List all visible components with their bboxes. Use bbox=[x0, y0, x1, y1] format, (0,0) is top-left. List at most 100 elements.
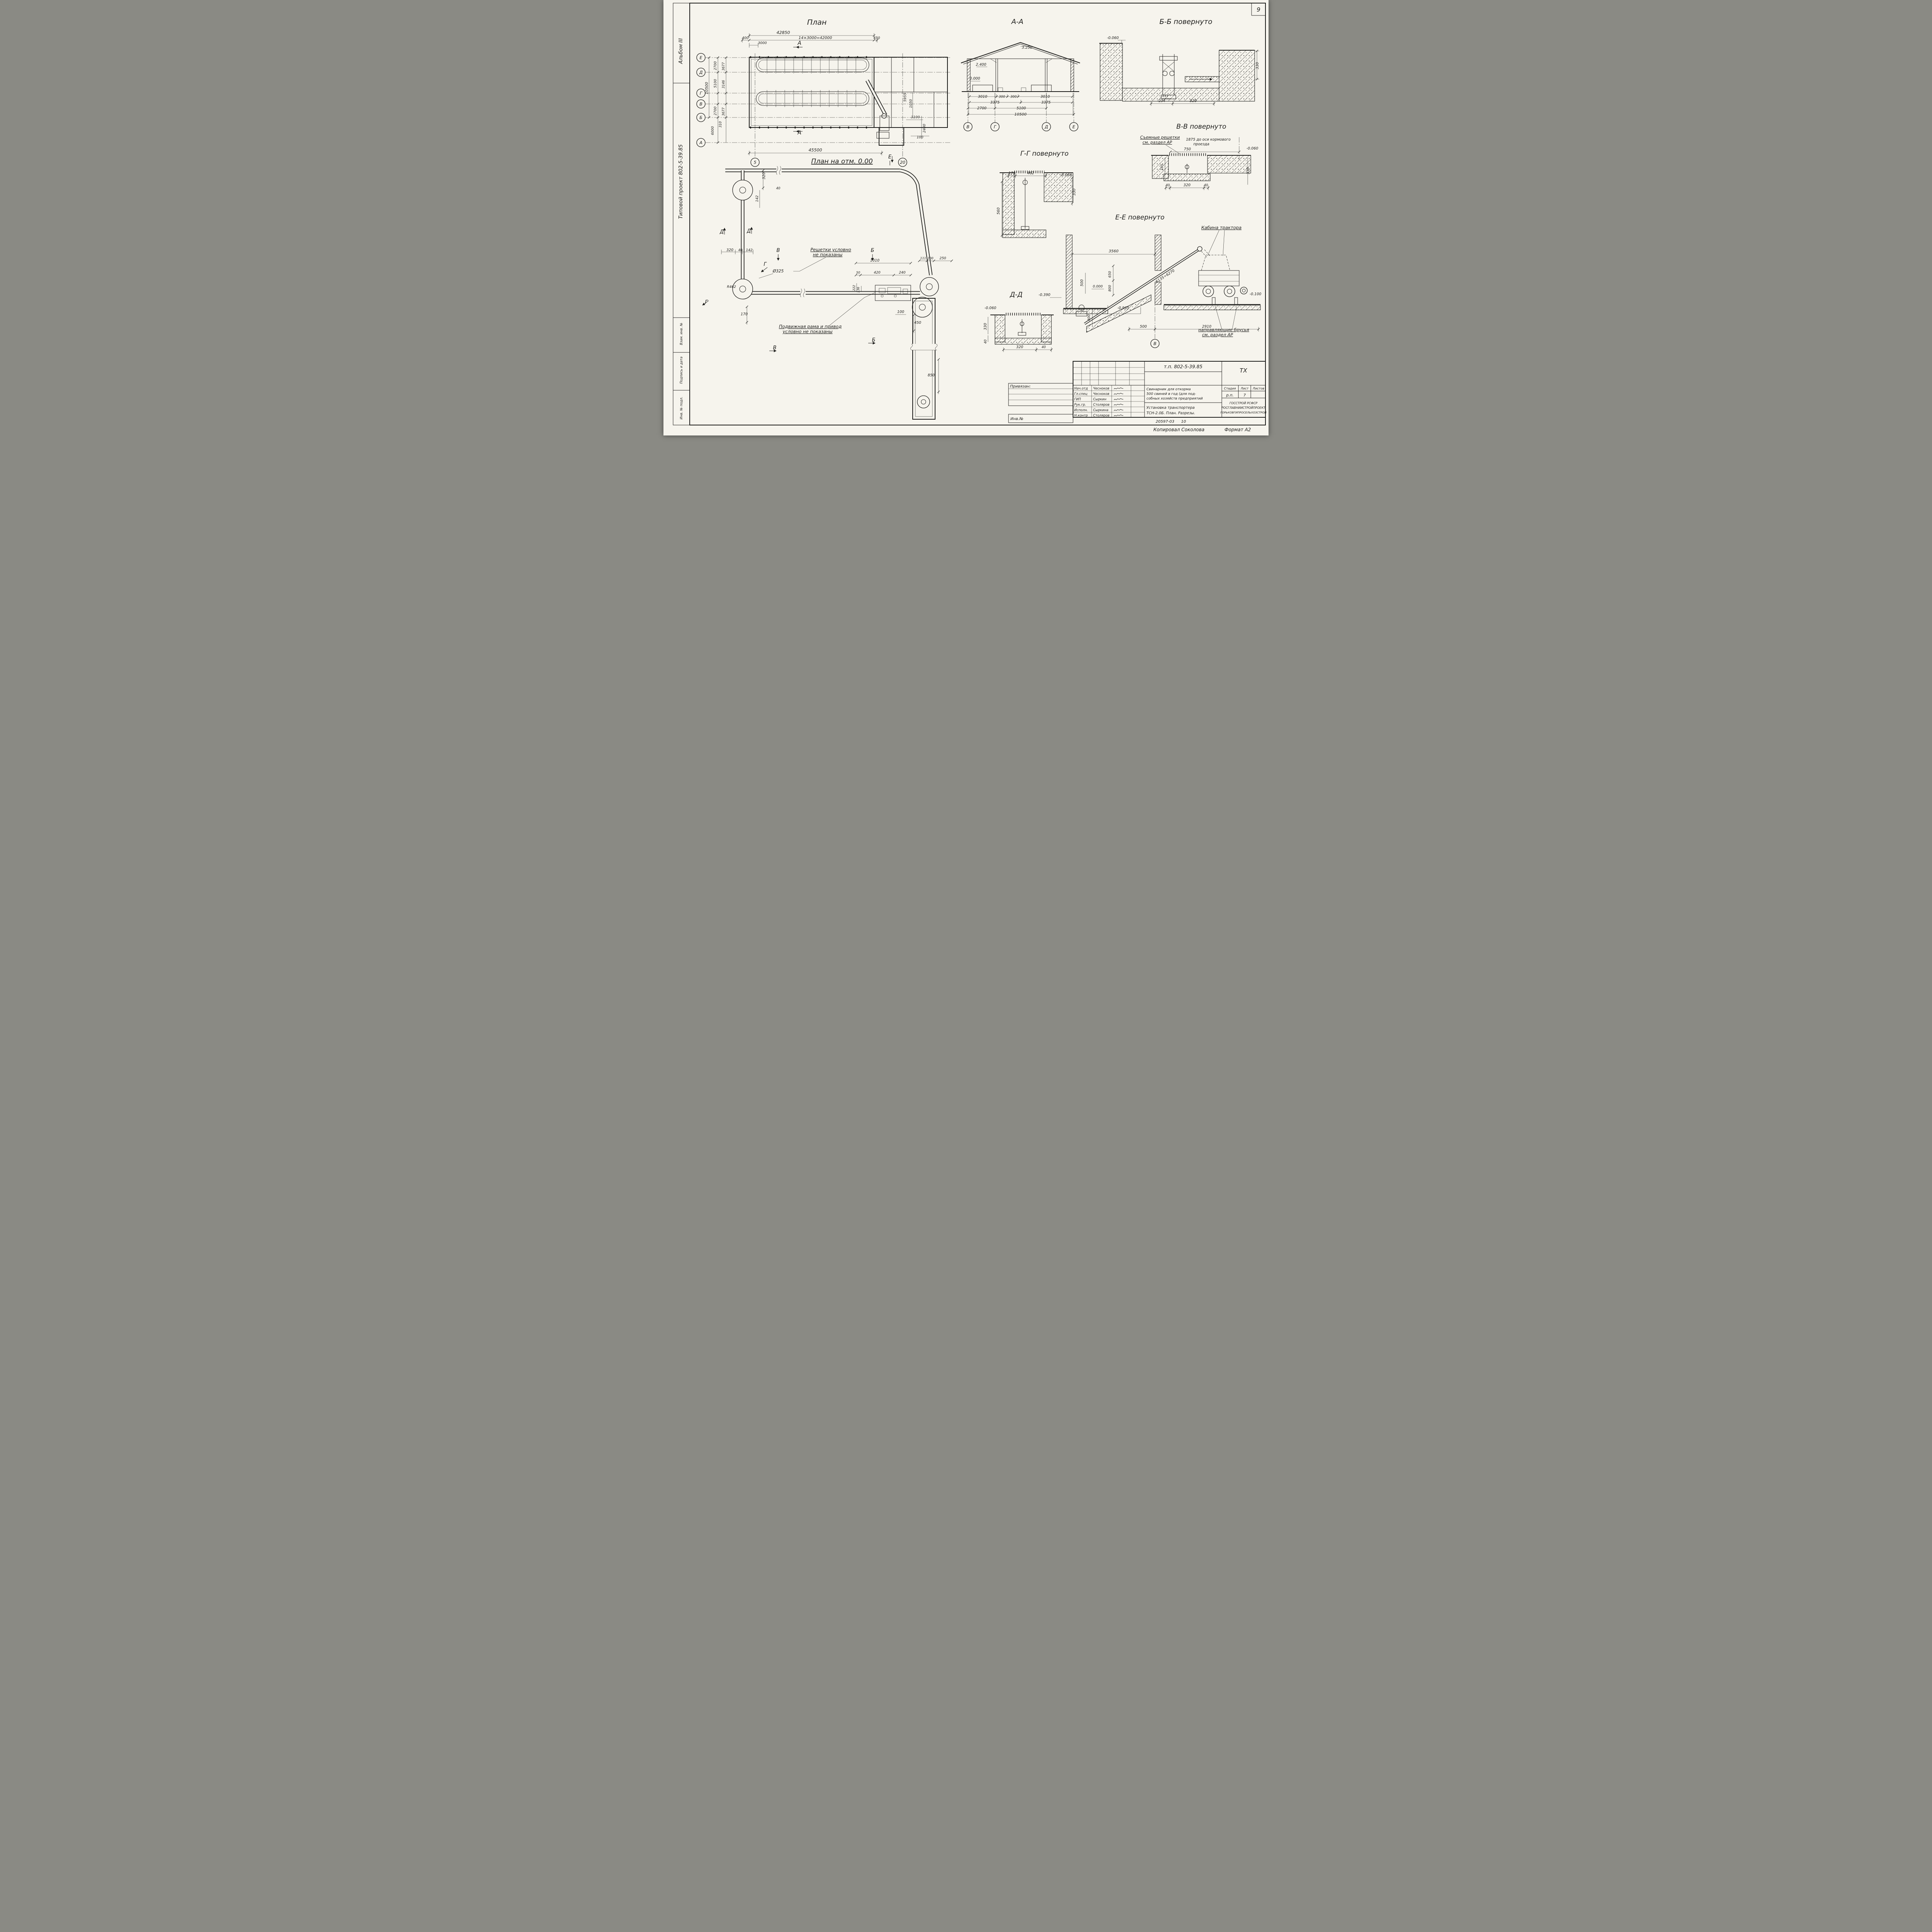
dimension-label: 3.250 bbox=[1022, 46, 1032, 50]
dimension-label: 40 bbox=[1204, 184, 1208, 187]
project-name-line2: 500 свиней в год (для под- bbox=[1146, 392, 1196, 396]
view-plan-zero-title: План на отм. 0.00 bbox=[811, 158, 872, 165]
grid-axis-bubble: Г bbox=[696, 88, 706, 98]
view-g-g-title: Г-Г повернуто bbox=[1020, 150, 1069, 158]
dimension-label: 750 bbox=[1184, 147, 1191, 151]
note-removable-grates-leader bbox=[1165, 145, 1180, 154]
dimension-label: 40 bbox=[738, 248, 743, 252]
grid-axis-bubble: В bbox=[696, 99, 706, 109]
note-removable-grates-line2: см. раздел АР bbox=[1143, 140, 1172, 145]
note-tractor-cab: Кабина трактора bbox=[1201, 225, 1242, 230]
svg-text:Е: Е bbox=[700, 55, 702, 60]
dimension-label: 0.000 bbox=[969, 77, 980, 81]
base-scraper-unit bbox=[1076, 304, 1087, 316]
dimension-label: 3000 bbox=[758, 41, 767, 45]
dimension-label: -0.060 bbox=[1107, 36, 1119, 40]
section-mark-letter: В bbox=[777, 248, 780, 253]
trench-device bbox=[1185, 164, 1189, 173]
dimension-label: 300 bbox=[1010, 95, 1017, 99]
drawing-sheet: 9 Альбом III Типовой проект 802-5-39.85 … bbox=[663, 0, 1269, 435]
left-wall bbox=[1066, 235, 1073, 309]
diameter-callout: Ø325 bbox=[772, 269, 784, 274]
name-2: Чесноков bbox=[1093, 392, 1109, 396]
dimension-label: -0.060 bbox=[1060, 173, 1072, 177]
dimension-label: 40 bbox=[1042, 345, 1046, 349]
dimension-label: 222 bbox=[852, 285, 856, 291]
scraper-device bbox=[1021, 178, 1029, 230]
plan-dim-lines bbox=[707, 33, 929, 165]
dimension-label: 330 bbox=[1246, 167, 1250, 174]
dimension-label: 2400 bbox=[923, 124, 927, 133]
blueprint-canvas: 9 Альбом III Типовой проект 802-5-39.85 … bbox=[663, 0, 1269, 435]
svg-text:5: 5 bbox=[754, 160, 757, 165]
dimension-label: 2700 bbox=[714, 61, 718, 70]
view-plan-zero: План на отм. 0.00 bbox=[702, 158, 953, 420]
dimension-label: 142 bbox=[755, 195, 759, 202]
dimension-label: 5955 bbox=[903, 93, 907, 102]
org-line1: ГОССТРОЙ РСФСР bbox=[1230, 401, 1258, 405]
drive-unit bbox=[875, 285, 911, 301]
dimension-label: 3375 bbox=[1041, 100, 1051, 105]
dimension-label: -0.100 bbox=[1250, 292, 1262, 296]
signature-table: Нач.отд Чесноков Гл.спец Чесноков ГИП Сы… bbox=[1074, 387, 1124, 418]
section-mark-letter: Д bbox=[719, 229, 724, 235]
view-section-d-d: Д-Д bbox=[988, 291, 1054, 352]
dimension-label: 300 bbox=[999, 95, 1005, 99]
dimension-label: 10500 bbox=[1014, 112, 1027, 117]
dimension-label: 310 bbox=[719, 121, 723, 128]
note-frame-line1: Подвижная рама и привод bbox=[779, 324, 842, 329]
d-d-dim-lines bbox=[988, 317, 1053, 352]
grid-axis-bubble: 5 bbox=[750, 158, 760, 167]
dimension-label: 3010 bbox=[1041, 95, 1050, 99]
dimension-label: 170 bbox=[1009, 171, 1015, 175]
conveyor-loop-row-2 bbox=[756, 91, 869, 106]
dimension-label: 650 bbox=[1108, 271, 1112, 277]
section-mark-letter: Е bbox=[888, 154, 892, 160]
dimension-label: 5100 bbox=[714, 79, 718, 88]
dimension-label: 400 bbox=[742, 36, 748, 40]
footer-copied-by: Копировал Соколова bbox=[1153, 427, 1204, 432]
dimension-label: 2.400 bbox=[976, 63, 986, 67]
role-1: Нач.отд bbox=[1074, 387, 1088, 391]
pen-dividers bbox=[767, 56, 856, 107]
dimension-label: 450 bbox=[914, 321, 921, 325]
dimension-label: 462 bbox=[1027, 171, 1034, 175]
section-code: ТХ bbox=[1240, 367, 1247, 374]
margin-box-mid-label: Подпись и дата bbox=[680, 357, 684, 384]
dimension-label: 320 bbox=[1190, 99, 1197, 103]
grid-axis-bubble: В bbox=[1150, 339, 1160, 348]
view-b-b-title: Б-Б повернуто bbox=[1160, 18, 1213, 26]
dimension-label: 40 bbox=[984, 340, 988, 344]
section-mark-letter: Д bbox=[747, 228, 751, 234]
sheet-value: 7 bbox=[1243, 393, 1246, 398]
svg-text:Д: Д bbox=[699, 70, 703, 75]
section-mark-letter: Г bbox=[705, 299, 708, 305]
dimension-label: 111 bbox=[920, 257, 926, 260]
dimension-label: -0.060 bbox=[985, 306, 997, 310]
dimension-label: -0.060 bbox=[1247, 146, 1259, 151]
dimension-label: 142 bbox=[746, 248, 752, 252]
view-d-d-title: Д-Д bbox=[1010, 291, 1023, 299]
grid-axis-bubble: Б bbox=[696, 113, 706, 122]
dimension-label: 320 bbox=[1016, 345, 1023, 349]
dimension-label: 40 bbox=[1166, 184, 1170, 187]
dimension-label: 6000 bbox=[711, 126, 715, 135]
title-block: т.п. 802-5-39.85 ТХ Нач.отд Чесноков Гл.… bbox=[1008, 361, 1267, 432]
attached-label: Привязан: bbox=[1010, 384, 1031, 389]
dimension-label: 3560 bbox=[1109, 249, 1118, 253]
sheet-name-line1: Установка транспортера bbox=[1146, 406, 1195, 410]
dimension-label: 3146 bbox=[722, 80, 726, 88]
dimension-label: 136 bbox=[857, 287, 860, 293]
section-mark-letter: В bbox=[773, 345, 777, 351]
section-mark-letter: А bbox=[797, 130, 801, 136]
org-line3: ГОРЬКОВГИПРОСЕЛЬХОЗСТРОЙ bbox=[1220, 411, 1267, 414]
section-mark-letter: Г bbox=[764, 262, 767, 267]
dimension-label: 500 bbox=[1080, 279, 1084, 286]
note-frame-leader bbox=[829, 292, 876, 326]
view-plan: План bbox=[705, 18, 950, 165]
diameter-leader bbox=[759, 273, 774, 279]
dimension-label: 10500 bbox=[705, 82, 709, 94]
dimension-label: 420 bbox=[874, 271, 880, 275]
